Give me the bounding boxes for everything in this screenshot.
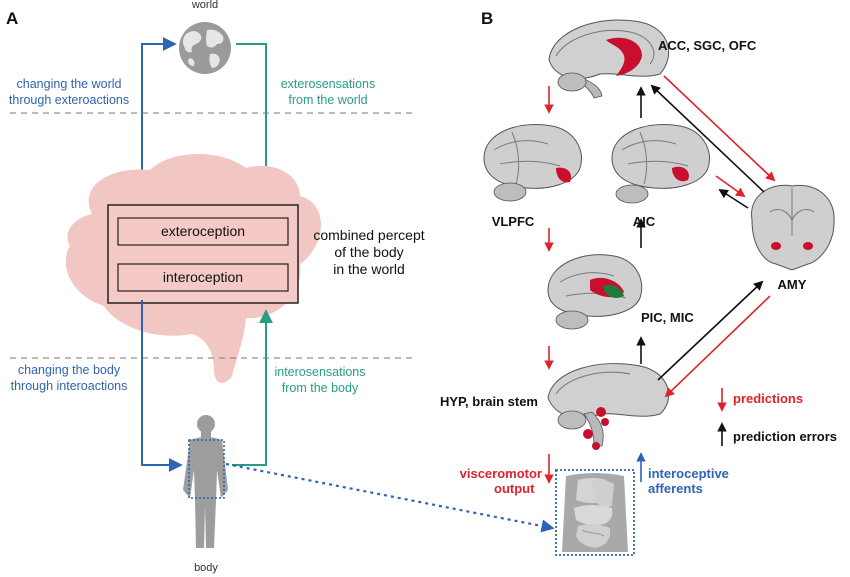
world-label: world — [191, 0, 218, 11]
interoception-label: interoception — [163, 269, 243, 285]
aic-label: AIC — [633, 214, 656, 229]
interoactions-text-2: through interoactions — [11, 379, 128, 393]
torso-organs-icon — [562, 473, 628, 552]
visceromotor-label-1: visceromotor — [460, 466, 542, 481]
body-torso-box — [188, 439, 225, 499]
legend-predictions-label: predictions — [733, 391, 803, 406]
arrow-aic-to-amy — [715, 175, 746, 198]
exteroception-box — [117, 217, 289, 246]
percept-text-1: combined percept — [313, 227, 424, 243]
exterosensation-arrow — [236, 43, 273, 207]
panel-b-label: B — [481, 9, 493, 28]
interosensations-text-1: interosensations — [274, 365, 365, 379]
brain-vlpfc-image — [483, 124, 582, 202]
amy-label: AMY — [778, 277, 807, 292]
body-label: body — [194, 562, 218, 574]
visceromotor-label-2: output — [494, 481, 535, 496]
exterosensations-text-1: exterosensations — [281, 77, 376, 91]
world-globe-icon — [179, 22, 231, 74]
exteroactions-text-2: through exteroactions — [9, 93, 129, 107]
vlpfc-label: VLPFC — [492, 214, 535, 229]
brain-pic-image — [547, 254, 643, 330]
afferents-label-2: afferents — [648, 481, 703, 496]
percept-text-2: of the body — [334, 244, 403, 260]
arrow-amy-to-aic — [718, 188, 749, 209]
body-figure-icon — [183, 415, 228, 548]
interosensations-text-2: from the body — [282, 381, 359, 395]
exteroception-label: exteroception — [161, 223, 245, 239]
exterosensations-text-2: from the world — [288, 93, 367, 107]
afferents-label-1: interoceptive — [648, 466, 729, 481]
interoception-box — [117, 263, 289, 292]
interoaction-arrow — [141, 300, 183, 472]
exteroaction-arrow — [141, 37, 177, 190]
percept-text-3: in the world — [333, 261, 405, 277]
brain-amy-image — [751, 184, 835, 271]
pic-label: PIC, MIC — [641, 310, 694, 325]
acc-label: ACC, SGC, OFC — [658, 38, 757, 53]
brain-acc-image — [548, 19, 670, 99]
panel-a-label: A — [6, 9, 18, 28]
arrow-hyp-to-amy — [657, 280, 764, 381]
arrow-amy-to-acc — [650, 84, 765, 193]
legend-errors-label: prediction errors — [733, 429, 837, 444]
interoactions-text-1: changing the body — [18, 363, 121, 377]
arrow-acc-to-amy — [663, 75, 776, 182]
exteroactions-text-1: changing the world — [17, 77, 122, 91]
hyp-label: HYP, brain stem — [440, 394, 538, 409]
brain-hyp-image — [547, 363, 670, 450]
arrow-amy-to-hyp — [664, 295, 771, 398]
brain-aic-image — [611, 124, 710, 204]
interosensation-arrow — [232, 309, 273, 466]
